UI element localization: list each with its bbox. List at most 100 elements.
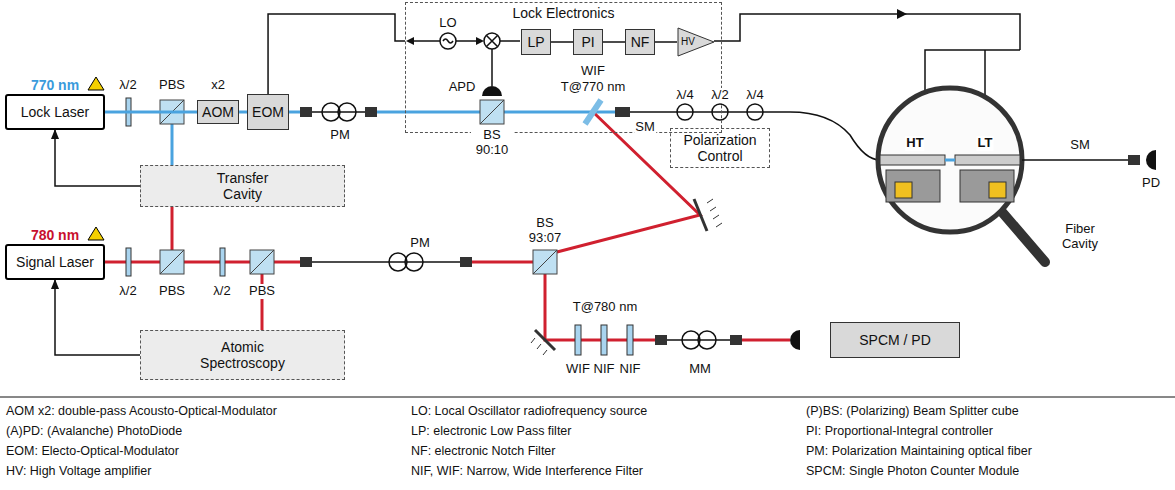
fiber-couplers <box>300 107 312 117</box>
node-label: AOM <box>202 104 234 120</box>
fiber-couplers <box>615 107 630 117</box>
lock-electronics-wiring <box>412 40 440 42</box>
fiber-couplers <box>460 257 472 267</box>
component-label: APD <box>448 80 477 95</box>
optical-fibers <box>338 103 356 121</box>
component-label: PM <box>329 128 351 143</box>
lock-electronics-wiring <box>714 14 1020 50</box>
blue-beam <box>171 124 174 165</box>
controller-box: PI <box>573 29 603 55</box>
fiber-couplers <box>655 335 667 345</box>
node-label: NF <box>631 34 650 50</box>
legend-entry: (A)PD: (Avalanche) PhotoDiode <box>5 424 183 438</box>
magnifier <box>895 182 912 198</box>
red-beam <box>472 261 533 264</box>
component-label: NIF <box>619 362 642 377</box>
optical-fibers <box>747 104 763 120</box>
red-beam <box>171 207 174 250</box>
component-label: NIF <box>593 362 616 377</box>
legend-entry: LO: Local Oscillator radiofrequency sour… <box>410 404 648 418</box>
amplifier-outline <box>678 28 714 56</box>
lock-electronics-wiring <box>925 50 1020 92</box>
red-beam <box>261 274 264 330</box>
lock-electronics-wiring <box>984 50 986 97</box>
red-beam <box>545 274 655 340</box>
legend-entry: NIF, WIF: Narrow, Wide Interference Filt… <box>410 464 644 478</box>
component-label: WIF <box>565 362 591 377</box>
photodiodes <box>482 86 1156 350</box>
beam-splitter-cubes <box>533 250 557 274</box>
component-label: WIF <box>580 64 606 79</box>
beam-splitter-cubes <box>160 250 184 274</box>
beam-splitter-cubes <box>250 250 274 274</box>
component-label: λ/2 <box>212 284 231 299</box>
lock-electronics-wiring <box>443 39 453 43</box>
component-label: T@770 nm <box>560 80 627 95</box>
node-label: HV <box>681 36 695 48</box>
magnifier <box>880 155 945 165</box>
magnifier <box>989 182 1006 198</box>
blue-beam <box>288 111 300 114</box>
lock-electronics-wiring <box>412 14 1020 97</box>
waveplates <box>220 248 225 276</box>
legend-entry: PI: Proportional-Integral controller <box>805 424 994 438</box>
fiber-couplers <box>365 107 377 117</box>
magnifier <box>1022 159 1128 161</box>
amplifier-triangle: HV <box>677 27 715 57</box>
filter-box: NF <box>625 29 655 55</box>
signal-wire <box>268 14 405 94</box>
red-beam <box>557 112 700 252</box>
node-label: PI <box>581 34 594 50</box>
node-label: Lock Electronics <box>513 5 615 21</box>
component-label: PD <box>1141 176 1161 191</box>
legend-entry: SPCM: Single Photon Counter Module <box>805 464 1020 478</box>
component-label: HT <box>905 136 924 151</box>
photodiodes <box>1146 150 1156 170</box>
component-label: λ/2 <box>118 284 137 299</box>
signal-wire <box>655 41 677 43</box>
legend-entry: PM: Polarization Maintaining optical fib… <box>805 444 1033 458</box>
beam-splitter-cubes <box>250 250 274 274</box>
signal-wire <box>603 41 625 43</box>
component-label: LT <box>977 136 994 151</box>
polarization-box: Polarization Control <box>670 128 770 168</box>
component-label: LO <box>438 16 457 31</box>
component-label: BS 93:07 <box>524 216 566 246</box>
fiber-couplers <box>300 257 312 267</box>
node-label: Atomic Spectroscopy <box>188 339 298 371</box>
node-label: Lock Laser <box>21 104 89 120</box>
component-label: λ/2 <box>118 78 137 93</box>
red-beam <box>742 339 790 342</box>
lock-electronics-wiring <box>440 33 456 49</box>
laser-hazard-icons <box>88 227 104 240</box>
arrowheads <box>406 37 414 45</box>
blue-beam <box>377 111 480 114</box>
interference-filters <box>601 325 607 355</box>
laser-beam <box>239 111 247 114</box>
beam-splitter-cubes <box>160 250 184 274</box>
photodiodes <box>482 86 502 96</box>
signal-wire <box>55 280 140 355</box>
optical-fibers <box>698 331 716 349</box>
signal-wire <box>551 41 573 43</box>
optical-fibers <box>712 104 728 120</box>
legend-entry: (P)BS: (Polarizing) Beam Splitter cube <box>805 404 1020 418</box>
component-label: SM <box>1069 138 1091 153</box>
arrowheads <box>406 9 907 45</box>
legend-entry: NF: electronic Notch Filter <box>410 444 556 458</box>
arrowheads <box>476 37 484 45</box>
modulator-box: AOM <box>197 100 239 124</box>
optical-fibers <box>312 103 880 349</box>
node-label: Transfer Cavity <box>208 170 278 202</box>
legend-separator <box>0 397 1175 398</box>
fiber-couplers <box>1128 155 1140 165</box>
signal-wire <box>55 130 140 186</box>
magnifier <box>886 170 940 202</box>
component-label: PBS <box>158 284 186 299</box>
magnifier <box>878 88 1128 262</box>
component-label: PM <box>409 236 431 251</box>
magnifier <box>960 170 1014 202</box>
magnifier <box>955 155 1020 165</box>
component-label: Fiber Cavity <box>1054 222 1106 252</box>
legend-entry: HV: High Voltage amplifier <box>5 464 152 478</box>
